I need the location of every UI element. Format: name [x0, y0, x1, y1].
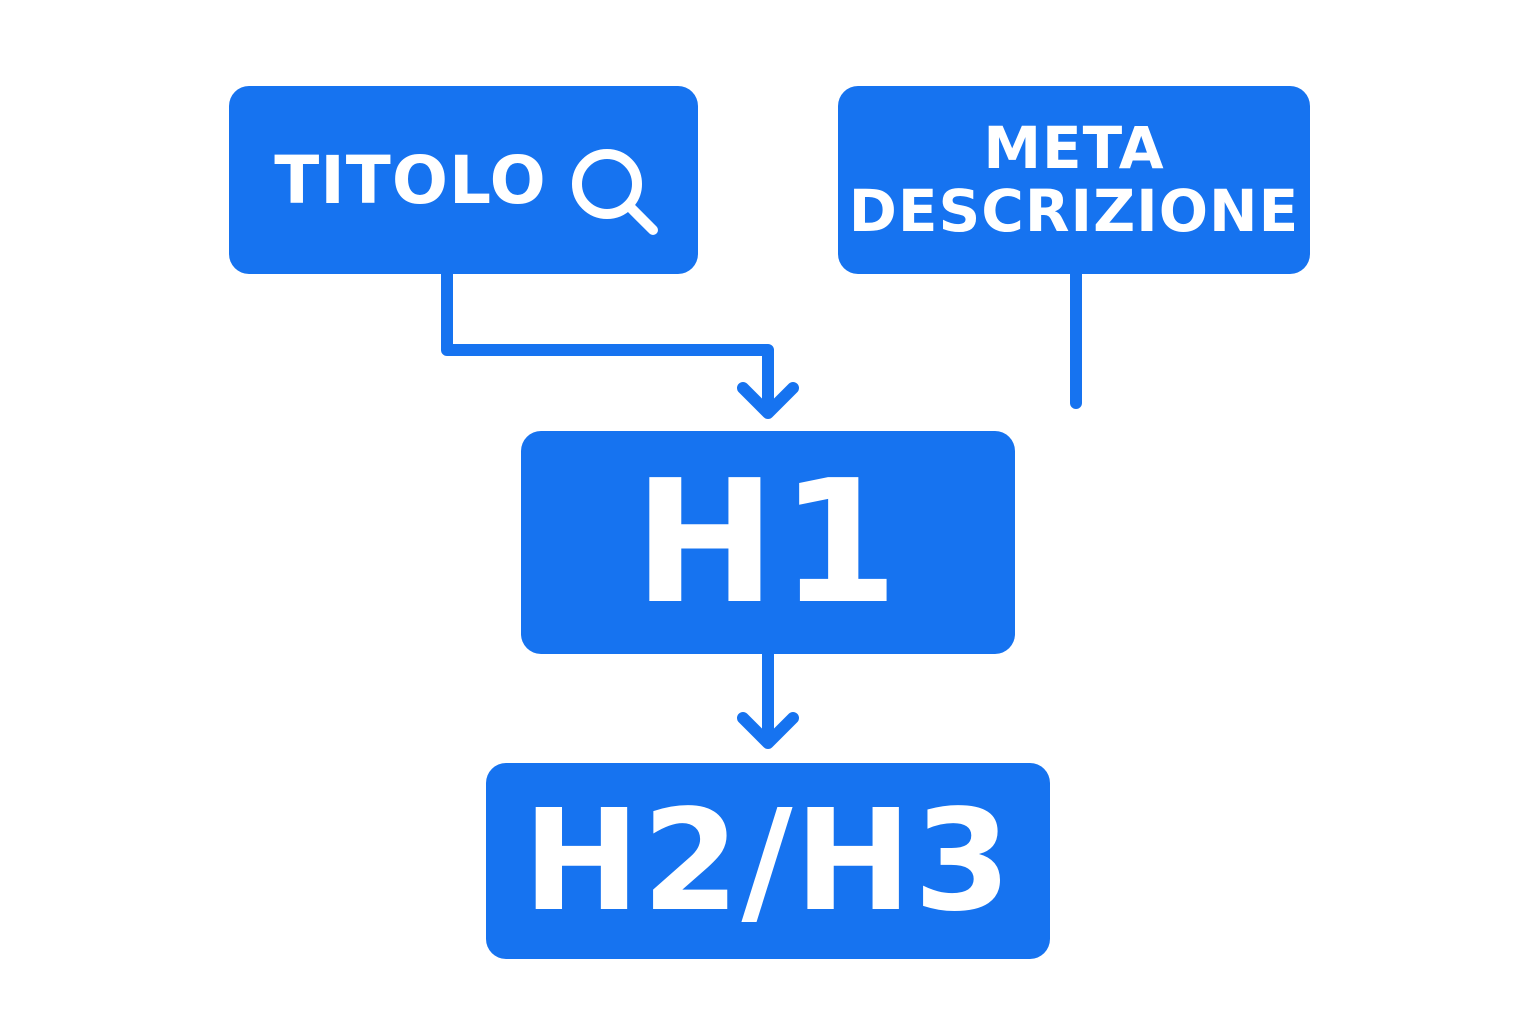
connector-titolo-to-h1 [441, 268, 774, 418]
node-h1-label: H1 [633, 443, 903, 642]
node-h2h3-label: H2/H3 [522, 779, 1014, 943]
node-meta-line2: DESCRIZIONE [848, 177, 1300, 245]
node-h1: H1 [521, 431, 1015, 654]
node-meta-descrizione: META DESCRIZIONE [838, 86, 1310, 274]
node-titolo: TITOLO [229, 86, 698, 274]
search-icon [571, 149, 658, 235]
node-h2h3: H2/H3 [486, 763, 1050, 959]
arrowhead-h1-to-h2h3 [737, 712, 799, 749]
node-meta-line1: META [983, 114, 1165, 183]
arrowhead-titolo-to-h1 [737, 382, 799, 419]
node-titolo-label: TITOLO [274, 141, 547, 219]
